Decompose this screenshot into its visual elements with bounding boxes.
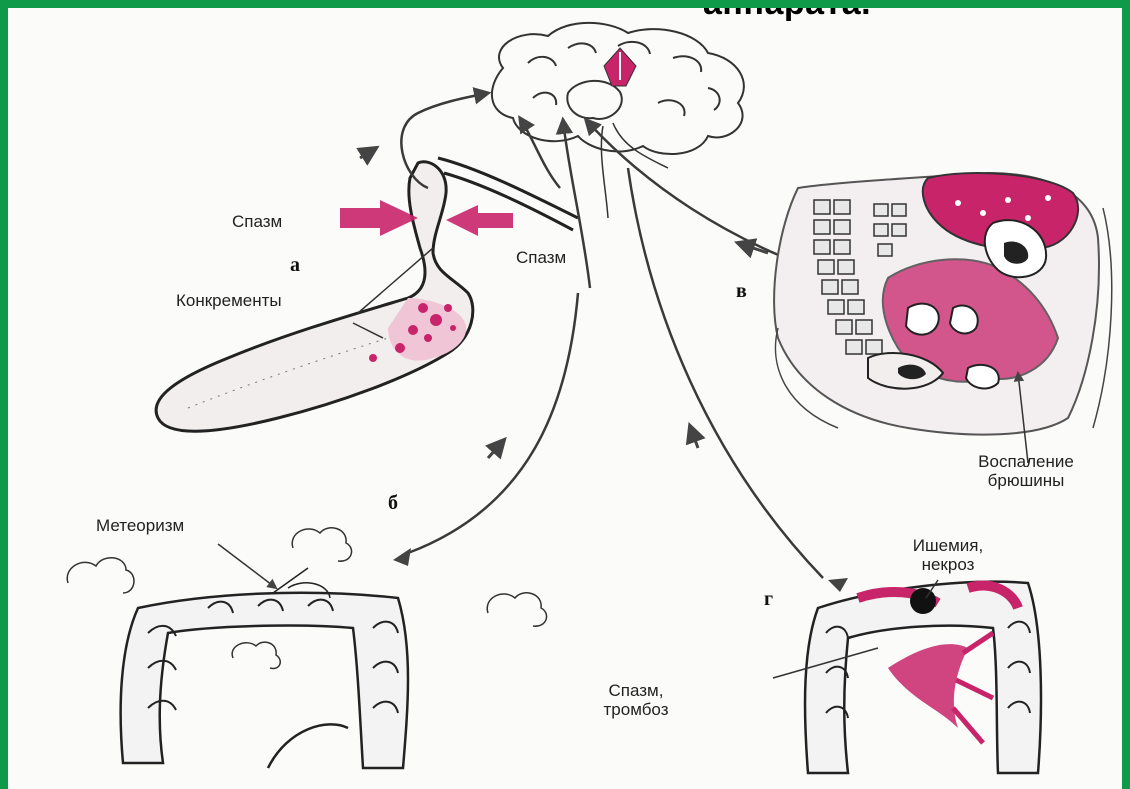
intestine-icon-left — [121, 568, 408, 768]
diagram-canvas: аппарата. — [8, 8, 1122, 789]
label-spasm-thrombosis-line2: тромбоз — [588, 700, 684, 719]
label-ischemia: Ишемия, некроз — [892, 536, 1004, 574]
label-spasm-left: Спазм — [232, 212, 282, 231]
label-meteorism: Метеоризм — [96, 516, 184, 535]
label-ischemia-line2: некроз — [892, 555, 1004, 574]
panel-letter-b: б — [388, 492, 398, 515]
label-peritonitis-line2: брюшины — [936, 471, 1116, 490]
label-spasm-center: Спазм — [516, 248, 566, 267]
panel-letter-a: а — [290, 254, 300, 277]
pelvis-section-icon — [774, 173, 1112, 463]
panel-letter-g: г — [764, 588, 773, 611]
spasm-arrow-left — [340, 200, 418, 236]
label-peritonitis-line1: Воспаление — [936, 452, 1116, 471]
label-peritonitis: Воспаление брюшины — [936, 452, 1116, 490]
label-spasm-thrombosis-line1: Спазм, — [588, 681, 684, 700]
intestine-icon-right — [773, 580, 1041, 773]
diagram-drawing — [8, 8, 1122, 789]
spasm-arrow-right — [446, 205, 513, 236]
label-concrements: Конкременты — [176, 291, 282, 310]
label-ischemia-line1: Ишемия, — [892, 536, 1004, 555]
panel-letter-v: в — [736, 280, 747, 303]
label-spasm-thrombosis: Спазм, тромбоз — [588, 681, 684, 719]
